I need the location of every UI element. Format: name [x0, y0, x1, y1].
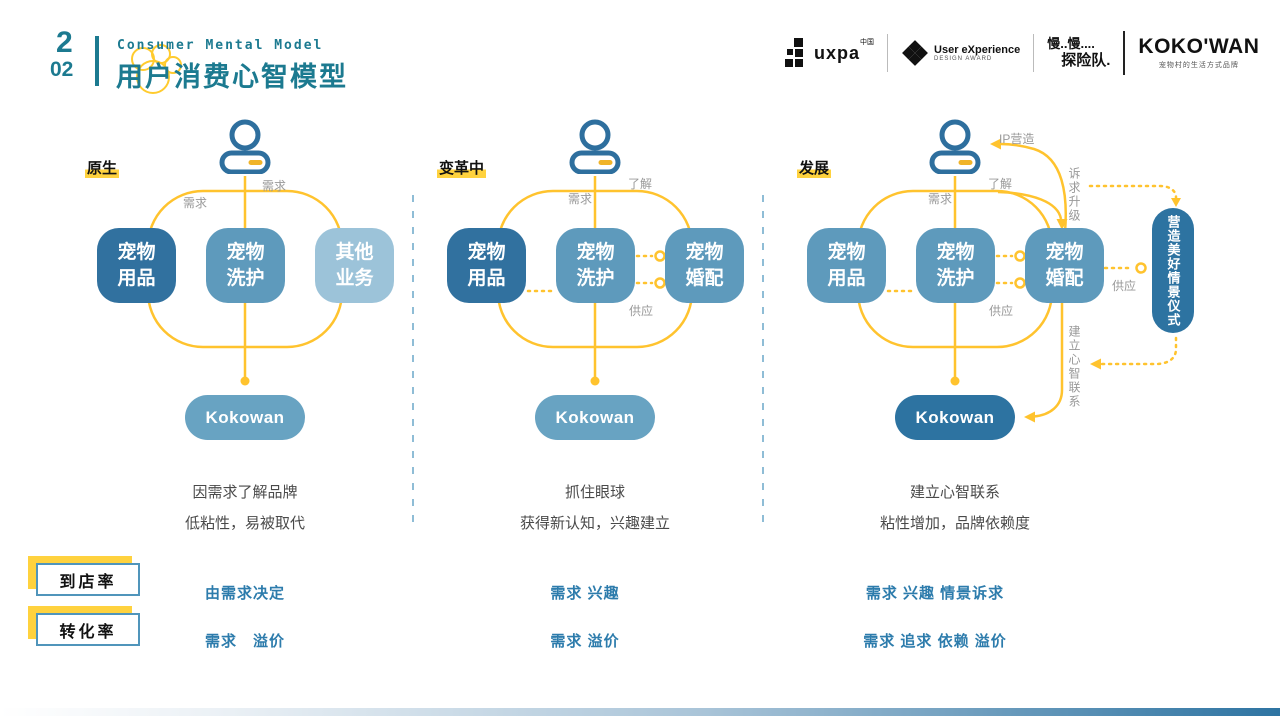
stage2-conversion-value: 需求 溢价 [550, 633, 620, 650]
header-divider-bar [95, 36, 99, 86]
ux-award-logo: User eXperience DESIGN AWARD [901, 39, 1020, 67]
person-icon [219, 119, 271, 174]
stage3-box-pet-matching: 宠物婚配 [1025, 228, 1104, 303]
stage2-node-dot [590, 376, 600, 386]
uxpa-icon [785, 38, 803, 67]
expedition-line2: 探险队. [1061, 51, 1111, 69]
stage2-label: 变革中 [437, 160, 487, 178]
stage3-supply-label: 供应 [989, 304, 1014, 318]
stage2-desc-line2: 获得新认知，兴趣建立 [519, 515, 670, 532]
stage2-desc-line1: 抓住眼球 [564, 484, 625, 501]
stage3-conversion-value: 需求 追求 依赖 溢价 [863, 633, 1007, 650]
stage1-box-pet-supplies: 宠物用品 [97, 228, 176, 303]
stage3-need-label: 需求 [928, 192, 953, 206]
stage1-need-label-left: 需求 [183, 196, 208, 210]
stage1-kokowan-pill: Kokowan [185, 395, 305, 440]
stage2-store-value: 需求 兴趣 [550, 585, 620, 602]
person-icon [569, 119, 621, 174]
page-title: 用户消费心智模型 [116, 62, 348, 92]
stage2-box-pet-supplies: 宠物用品 [447, 228, 526, 303]
stage3-arrowheads [990, 138, 1181, 423]
header-subtitle-en: Consumer Mental Model [117, 38, 324, 53]
stage3-ip-label: IP营造 [999, 132, 1035, 146]
logo-divider [887, 34, 889, 72]
stage3-mind-link-label: 建立心智联系 [1067, 325, 1081, 409]
paw-outline-icon [131, 44, 182, 94]
stage3-box-pet-supplies: 宠物用品 [807, 228, 886, 303]
stage1-conversion-value: 需求 溢价 [204, 633, 285, 650]
section-number: 2 [56, 26, 73, 59]
award-diamond-icon [902, 40, 928, 66]
stage3-store-value: 需求 兴趣 情景诉求 [865, 585, 1005, 602]
stage3-box-pet-grooming: 宠物洗护 [916, 228, 995, 303]
stage1-box-pet-grooming: 宠物洗护 [206, 228, 285, 303]
stage3-node-dot [950, 376, 960, 386]
stage1-desc-line1: 因需求了解品牌 [192, 484, 298, 501]
kokowan-logo: KOKO'WAN 宠物村的生活方式品牌 [1138, 36, 1259, 70]
bottom-gradient-bar [0, 708, 1280, 716]
stage2-know-label: 了解 [628, 177, 653, 191]
stage1-store-value: 由需求决定 [204, 585, 285, 602]
stage1-label: 原生 [85, 160, 120, 178]
stage2-need-label: 需求 [568, 192, 593, 206]
stage3-appeal-upgrade-label: 诉求升级 [1067, 167, 1081, 223]
store-rate-label: 到店率 [36, 563, 140, 596]
kokowan-logo-tagline: 宠物村的生活方式品牌 [1158, 62, 1239, 69]
kokowan-logo-name: KOKO'WAN [1138, 35, 1260, 58]
expedition-logo: 慢..慢.... 探险队. [1047, 36, 1110, 71]
stage2-box-pet-matching: 宠物婚配 [665, 228, 744, 303]
conversion-rate-label: 转化率 [36, 613, 140, 646]
stage3-desc-line1: 建立心智联系 [909, 484, 1000, 501]
stage3-scene-ritual-pill: 营造美好情景仪式 [1152, 208, 1194, 333]
logo-divider [1123, 31, 1126, 75]
uxpa-logo: uxpa中国 [785, 38, 874, 68]
person-icon [929, 119, 981, 174]
logo-strip: uxpa中国 User eXperience DESIGN AWARD 慢..慢… [785, 31, 1259, 75]
stage2-box-pet-grooming: 宠物洗护 [556, 228, 635, 303]
stage3-supply-right-label: 供应 [1112, 279, 1137, 293]
uxpa-country: 中国 [860, 38, 875, 46]
stage2-supply-label: 供应 [629, 304, 654, 318]
stage1-need-label-top: 需求 [262, 179, 287, 193]
logo-divider [1033, 34, 1035, 72]
stage3-desc-line2: 粘性增加，品牌依赖度 [879, 515, 1030, 532]
stage1-box-other-business: 其他业务 [315, 228, 394, 303]
stage3-kokowan-pill: Kokowan [895, 395, 1015, 440]
stage2-kokowan-pill: Kokowan [535, 395, 655, 440]
award-line2: DESIGN AWARD [934, 56, 993, 63]
uxpa-name: uxpa [814, 42, 861, 63]
stage3-label: 发展 [797, 160, 832, 178]
stage1-desc-line2: 低粘性，易被取代 [184, 515, 305, 532]
stage1-node-dot [240, 376, 250, 386]
expedition-line1: 慢..慢.... [1047, 35, 1095, 51]
stage3-know-label: 了解 [988, 177, 1013, 191]
award-line1: User eXperience [934, 43, 1021, 56]
section-number-sub: 02 [50, 58, 74, 81]
